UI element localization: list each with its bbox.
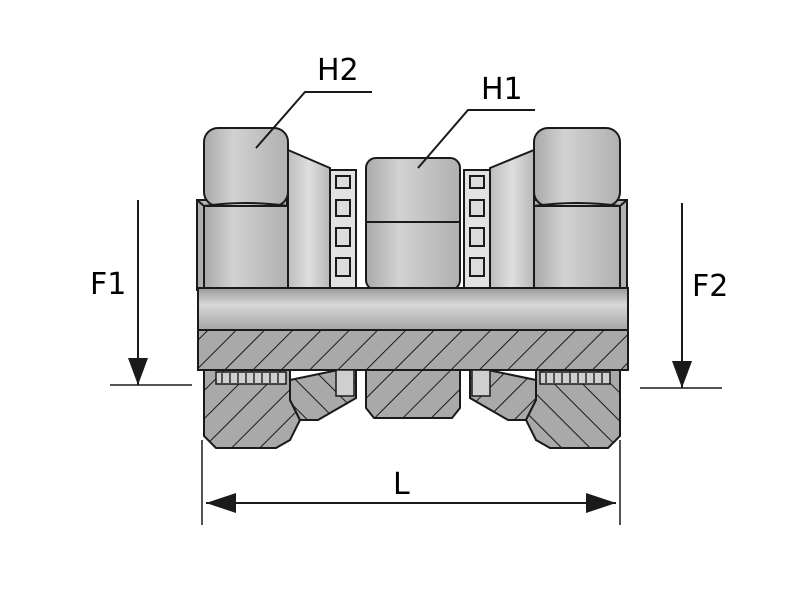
dimension-f2: F2: [640, 203, 728, 389]
left-cone: [287, 148, 331, 291]
label-h1: H1: [481, 72, 523, 107]
leader-h2: H2: [255, 53, 372, 149]
label-l: L: [393, 467, 410, 502]
center-hex: [365, 157, 461, 291]
left-nut: [196, 127, 289, 291]
dimension-f1: F1: [90, 200, 192, 386]
label-h2: H2: [317, 53, 359, 88]
center-tube: [197, 287, 629, 331]
right-nut: [533, 127, 628, 291]
right-thread-teeth: [545, 373, 603, 383]
left-thread-teeth: [221, 373, 279, 383]
leader-h1: H1: [417, 72, 535, 169]
right-thread: [463, 169, 491, 291]
left-thread: [329, 169, 357, 291]
label-f2: F2: [692, 269, 728, 304]
section-view: [197, 329, 629, 449]
right-cone: [489, 148, 535, 291]
dimension-l: L: [201, 440, 621, 525]
label-f1: F1: [90, 267, 126, 302]
